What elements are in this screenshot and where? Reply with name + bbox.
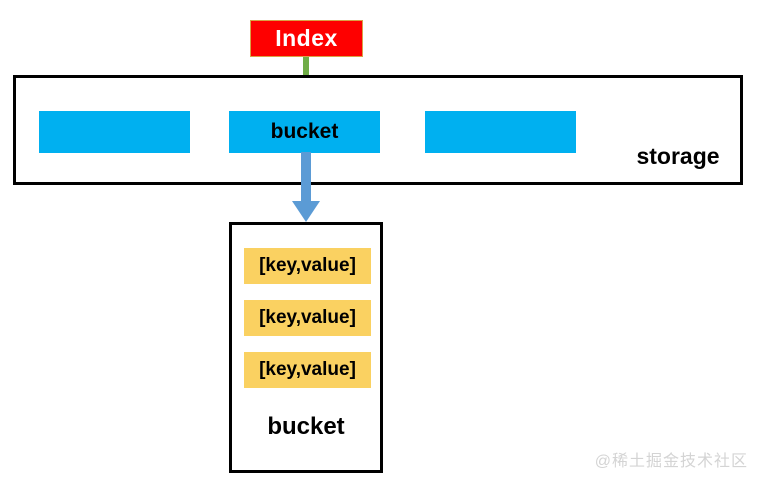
key-value-entry: [key,value] (244, 300, 371, 336)
index-box: Index (250, 20, 363, 57)
storage-cell-bucket: bucket (229, 111, 380, 153)
blue-arrow-head (292, 201, 320, 222)
bucket-detail-box: [key,value] [key,value] [key,value] buck… (229, 222, 383, 473)
storage-cell-1 (39, 111, 190, 153)
watermark-text: @稀土掘金技术社区 (594, 453, 748, 470)
blue-arrow-shaft (301, 152, 311, 203)
storage-label: storage (636, 143, 720, 169)
storage-cell-3 (425, 111, 576, 153)
index-label: Index (275, 25, 338, 51)
key-value-entry: [key,value] (244, 248, 371, 284)
bucket-to-detail-arrow (292, 152, 320, 222)
key-value-entry: [key,value] (244, 352, 371, 388)
storage-cell-bucket-label: bucket (270, 120, 339, 143)
bucket-detail-label: bucket (267, 413, 345, 440)
